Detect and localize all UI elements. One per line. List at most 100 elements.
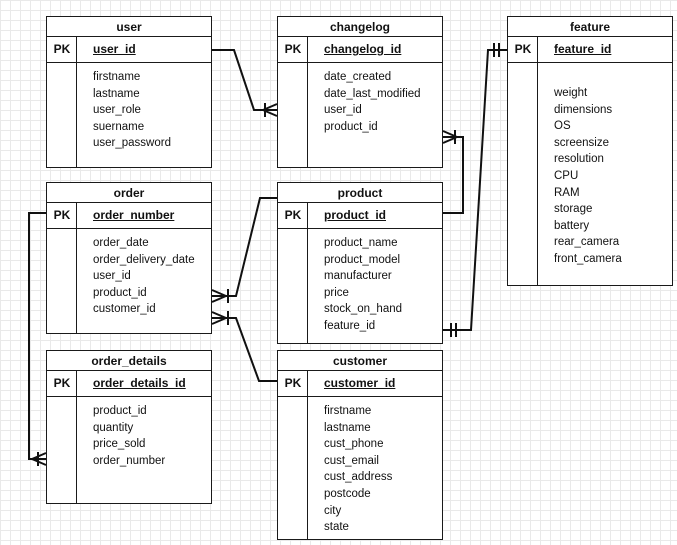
- primary-key-row: PK feature_id: [508, 37, 672, 63]
- column-divider: [307, 203, 308, 343]
- relationship-customer-order[interactable]: [211, 311, 277, 382]
- field-user-password: user_password: [93, 137, 171, 150]
- pk-label: PK: [514, 42, 532, 56]
- field-cust-phone: cust_phone: [324, 438, 384, 451]
- connector-line: [443, 49, 507, 331]
- field-date-created: date_created: [324, 71, 392, 83]
- primary-key-field: order_number: [93, 208, 175, 222]
- entity-customer[interactable]: customer PK customer_id firstname lastnam…: [277, 350, 443, 540]
- field-order-date: order_date: [93, 237, 149, 249]
- column-divider: [537, 37, 538, 285]
- primary-key-field: user_id: [93, 42, 136, 56]
- entity-title: changelog: [278, 17, 442, 37]
- primary-key-row: PK customer_id: [278, 371, 442, 397]
- field-stock-on-hand: stock_on_hand: [324, 303, 403, 316]
- entity-order-details[interactable]: order_details PK order_details_id produc…: [46, 350, 212, 504]
- relationship-product-changelog[interactable]: [442, 130, 464, 214]
- field-city: city: [324, 504, 342, 517]
- primary-key-row: PK product_id: [278, 203, 442, 229]
- connector-line: [212, 197, 277, 297]
- primary-key-field: product_id: [324, 208, 386, 222]
- column-divider: [307, 37, 308, 167]
- field-customer-id: customer_id: [93, 303, 156, 316]
- field-list: firstname lastname user_role suername user_p…: [93, 69, 207, 152]
- field-order-number: order_number: [93, 454, 166, 467]
- column-divider: [307, 371, 308, 539]
- relationship-product-order[interactable]: [211, 197, 277, 303]
- entity-title: product: [278, 183, 442, 203]
- relationship-feature-product[interactable]: [443, 43, 507, 337]
- entity-title: order: [47, 183, 211, 203]
- primary-key-row: PK user_id: [47, 37, 211, 63]
- field-price: price: [324, 286, 349, 299]
- field-cust-email: cust_email: [324, 454, 379, 467]
- field-os: OS: [554, 120, 571, 133]
- primary-key-field: feature_id: [554, 42, 612, 56]
- field-front-camera: front_camera: [554, 252, 622, 265]
- field-rear-camera: rear_camera: [554, 236, 620, 249]
- entity-title: order_details: [47, 351, 211, 371]
- connector-line: [212, 49, 277, 111]
- primary-key-row: PK order_details_id: [47, 371, 211, 397]
- field-battery: battery: [554, 219, 590, 232]
- connector-line: [28, 212, 46, 460]
- field-weight: weight: [554, 87, 588, 99]
- field-user-id: user_id: [324, 104, 362, 117]
- entity-title: customer: [278, 351, 442, 371]
- entity-user[interactable]: user PK user_id firstname lastname user_ro…: [46, 16, 212, 168]
- column-divider: [76, 203, 77, 333]
- connector-line: [212, 317, 277, 382]
- primary-key-field: changelog_id: [324, 42, 402, 56]
- field-product-id: product_id: [93, 286, 147, 299]
- entity-title: feature: [508, 17, 672, 37]
- connector-line: [443, 136, 464, 214]
- field-suername: suername: [93, 120, 145, 133]
- crowfoot-many-marker: [211, 317, 227, 325]
- field-user-id: user_id: [93, 270, 131, 283]
- field-product-id: product_id: [93, 405, 147, 417]
- field-postcode: postcode: [324, 487, 371, 500]
- field-lastname: lastname: [324, 421, 371, 434]
- field-lastname: lastname: [93, 87, 140, 100]
- primary-key-row: PK order_number: [47, 203, 211, 229]
- field-price-sold: price_sold: [93, 438, 146, 451]
- field-cust-address: cust_address: [324, 471, 393, 484]
- field-ram: RAM: [554, 186, 580, 199]
- field-product-name: product_name: [324, 237, 398, 249]
- field-user-role: user_role: [93, 104, 141, 117]
- field-order-delivery-date: order_delivery_date: [93, 253, 195, 266]
- field-state: state: [324, 521, 349, 534]
- entity-order[interactable]: order PK order_number order_date order_de…: [46, 182, 212, 334]
- entity-title: user: [47, 17, 211, 37]
- field-product-id: product_id: [324, 120, 378, 133]
- field-manufacturer: manufacturer: [324, 270, 392, 283]
- field-date-last-modified: date_last_modified: [324, 87, 421, 100]
- primary-key-field: customer_id: [324, 376, 396, 390]
- field-quantity: quantity: [93, 421, 134, 434]
- relationship-user-changelog[interactable]: [212, 49, 278, 117]
- relationship-order-order-details[interactable]: [28, 212, 47, 466]
- field-screensize: screensize: [554, 136, 609, 149]
- pk-label: PK: [284, 376, 302, 390]
- crowfoot-many-marker: [211, 295, 227, 303]
- pk-label: PK: [53, 208, 71, 222]
- pk-label: PK: [53, 42, 71, 56]
- crowfoot-many-marker: [211, 311, 227, 319]
- pk-label: PK: [284, 42, 302, 56]
- field-firstname: firstname: [324, 405, 372, 417]
- field-firstname: firstname: [93, 71, 141, 83]
- column-divider: [76, 37, 77, 167]
- primary-key-field: order_details_id: [93, 376, 186, 390]
- field-cpu: CPU: [554, 169, 579, 182]
- crowfoot-many-marker: [211, 289, 227, 297]
